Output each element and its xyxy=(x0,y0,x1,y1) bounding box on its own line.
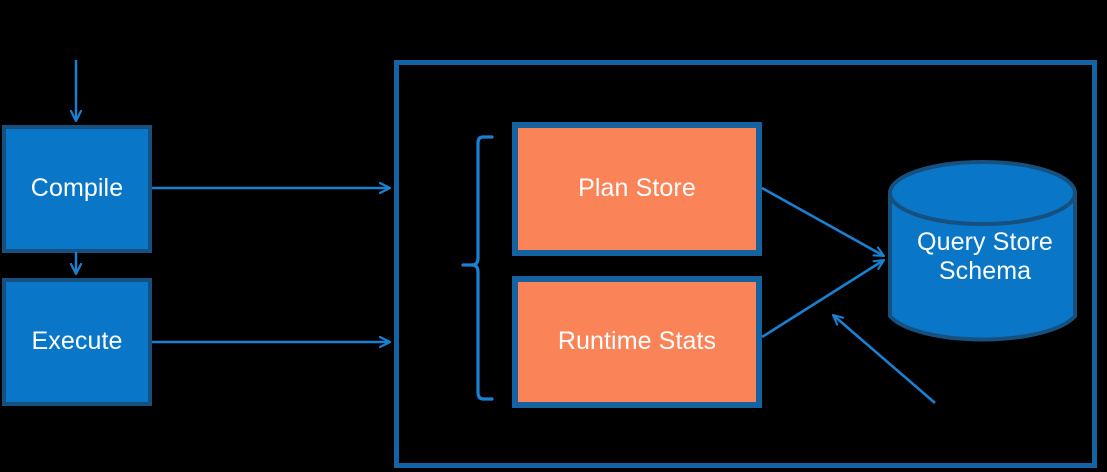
query-store-schema-cylinder[interactable] xyxy=(888,160,1077,342)
plan-store-box[interactable] xyxy=(512,122,762,256)
execute-box[interactable] xyxy=(2,278,152,406)
grouping-bracket xyxy=(461,135,494,401)
connector-plan-store-to-schema xyxy=(761,186,884,258)
compile-box[interactable] xyxy=(2,125,152,253)
query-store-container xyxy=(394,60,1097,468)
runtime-stats-box[interactable] xyxy=(512,276,762,408)
connector-runtime-stats-to-schema xyxy=(761,258,884,339)
connector-external-to-schema xyxy=(833,315,936,404)
